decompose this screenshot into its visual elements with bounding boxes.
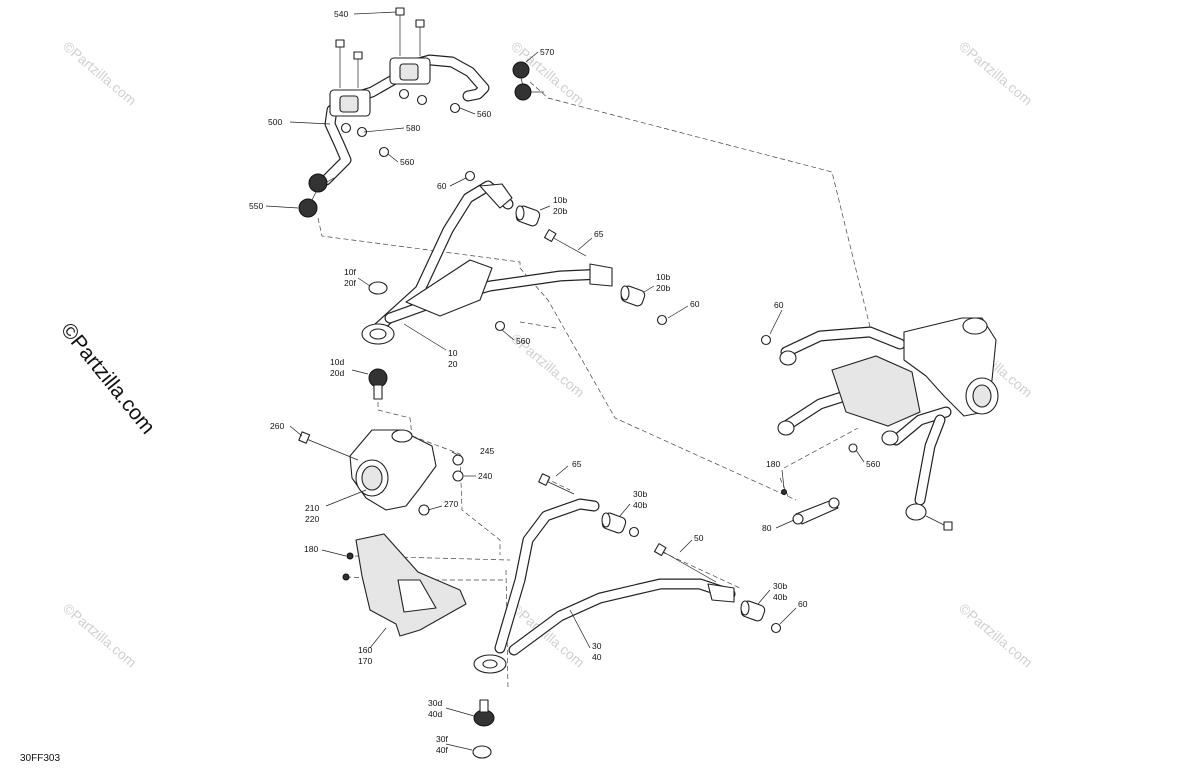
callout-540: 540 [334, 9, 348, 19]
nut-560 [378, 146, 390, 158]
bolt-65-lower [538, 473, 575, 495]
callout-65: 65 [594, 229, 604, 239]
callout-500: 500 [268, 117, 282, 127]
diagram-code: 30FF303 [20, 753, 61, 764]
callout-560: 560 [516, 336, 530, 346]
nut-60 [464, 170, 476, 182]
nut-560 [494, 320, 506, 332]
callout-60: 60 [774, 300, 784, 310]
washer-245 [452, 454, 464, 466]
callout-550: 550 [249, 201, 263, 211]
guard [342, 533, 467, 637]
callout-30: 30 [592, 641, 602, 651]
callout-580: 580 [406, 123, 420, 133]
nut-60 [628, 526, 640, 538]
watermark-text: ©Partzilla.com [956, 600, 1036, 670]
knuckle [298, 429, 464, 516]
callout-30d: 30d [428, 698, 442, 708]
callout-60: 60 [437, 181, 447, 191]
ball-joint-lower [473, 699, 495, 727]
callout-10b: 10b [553, 195, 567, 205]
screw-180 [342, 573, 350, 581]
callout-30b: 30b [633, 489, 647, 499]
callout-270: 270 [444, 499, 458, 509]
callout-20f: 20f [344, 278, 356, 288]
callout-40f: 40f [436, 745, 448, 755]
screw-180 [346, 552, 354, 560]
watermark-text: ©Partzilla.com [956, 38, 1036, 108]
callout-220: 220 [305, 514, 319, 524]
nuts-580 [340, 88, 428, 138]
nut-560 [449, 102, 461, 114]
callout-170: 170 [358, 656, 372, 666]
callout-180: 180 [766, 459, 780, 469]
callout-245: 245 [480, 446, 494, 456]
bolt-50 [653, 543, 717, 583]
callout-570: 570 [540, 47, 554, 57]
callout-80: 80 [762, 523, 772, 533]
watermark-text: ©Partzilla.com [60, 38, 140, 108]
callout-40d: 40d [428, 709, 442, 719]
callout-30b: 30b [773, 581, 787, 591]
watermark-text: ©Partzilla.com [60, 600, 140, 670]
callout-10f: 10f [344, 267, 356, 277]
callout-30f: 30f [436, 734, 448, 744]
callout-10b: 10b [656, 272, 670, 282]
link-80 [781, 489, 840, 525]
callout-10d: 10d [330, 357, 344, 367]
callout-560: 560 [477, 109, 491, 119]
bushings-10b-20b [515, 205, 646, 307]
watermark-large: ©Partzilla.com [56, 319, 159, 439]
callout-180: 180 [304, 544, 318, 554]
upper-a-arm [361, 170, 668, 345]
ball-joint-upper [368, 368, 388, 400]
bolt-65-upper [543, 229, 587, 257]
bolts-540 [335, 7, 425, 88]
callout-560: 560 [866, 459, 880, 469]
sway-link-570 [512, 61, 544, 101]
callout-labels: 540 570 560 500 580 560 60 10b 20b 550 6… [249, 9, 880, 755]
sway-link-550 [298, 173, 335, 218]
callout-160: 160 [358, 645, 372, 655]
callout-260: 260 [270, 421, 284, 431]
nut-270 [418, 504, 430, 516]
callout-65: 65 [572, 459, 582, 469]
callout-40b: 40b [773, 592, 787, 602]
callout-20b: 20b [553, 206, 567, 216]
nut-240 [452, 470, 464, 482]
assembled-view [760, 317, 999, 531]
bushings-30b-40b [601, 512, 766, 622]
circlip-30f [472, 745, 492, 759]
sway-bar [320, 7, 490, 186]
callout-10: 10 [448, 348, 458, 358]
callout-210: 210 [305, 503, 319, 513]
callout-50: 50 [694, 533, 704, 543]
callout-20b: 20b [656, 283, 670, 293]
nut-60 [656, 314, 668, 326]
lower-a-arm [473, 498, 782, 674]
callout-20: 20 [448, 359, 458, 369]
watermarks: ©Partzilla.com ©Partzilla.com ©Partzilla… [56, 38, 1036, 670]
nut-60 [770, 622, 782, 634]
leader-lines [265, 11, 865, 751]
callout-40b: 40b [633, 500, 647, 510]
assembly-dash-lines [317, 81, 873, 691]
callout-20d: 20d [330, 368, 344, 378]
callout-240: 240 [478, 471, 492, 481]
callout-40: 40 [592, 652, 602, 662]
callout-560: 560 [400, 157, 414, 167]
circlip-10f [368, 281, 388, 295]
callout-60: 60 [690, 299, 700, 309]
callout-60: 60 [798, 599, 808, 609]
